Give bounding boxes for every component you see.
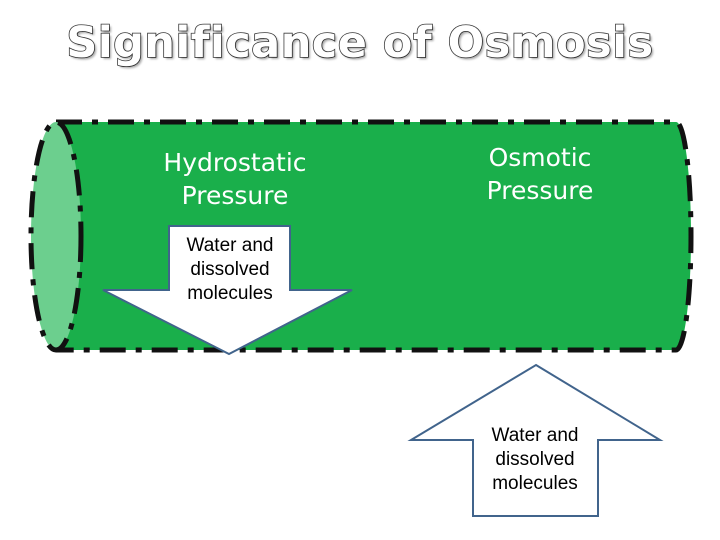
- capillary-tube-outline: [56, 119, 694, 353]
- slide-title: Significance of Osmosis: [66, 17, 654, 69]
- hydrostatic-flow-arrow: [102, 225, 353, 356]
- hydrostatic-pressure-label: Hydrostatic Pressure: [163, 148, 307, 210]
- osmotic-arrow-text: Water and dissolved molecules: [491, 425, 579, 494]
- capillary-tube-opening: [28, 119, 84, 353]
- osmotic-pressure-label: Osmotic Pressure: [486, 143, 594, 205]
- hydrostatic-arrow-text: Water and dissolved molecules: [186, 235, 274, 304]
- osmotic-flow-arrow: [407, 363, 664, 517]
